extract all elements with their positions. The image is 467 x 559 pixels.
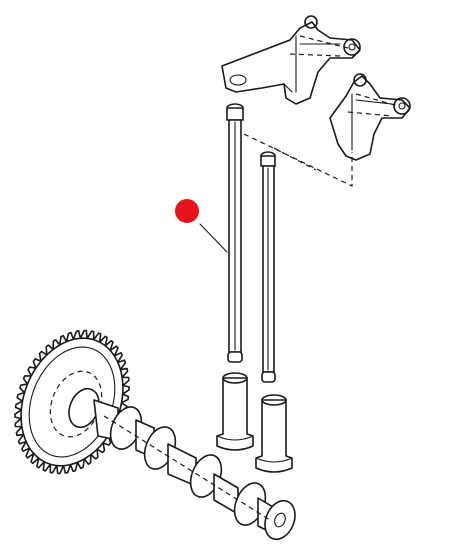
push-rod-front xyxy=(226,103,244,363)
alignment-guide xyxy=(243,133,353,187)
camshaft-gear xyxy=(14,329,130,475)
tappet-front xyxy=(216,372,254,451)
callout-marker xyxy=(175,199,228,253)
push-rod-rear xyxy=(260,151,276,383)
camshaft xyxy=(93,399,296,541)
rocker-arm-front xyxy=(221,15,361,105)
red-marker-dot xyxy=(175,199,199,223)
tappet-rear xyxy=(255,394,293,473)
rocker-arm-rear xyxy=(329,73,411,161)
leader-line xyxy=(199,223,228,253)
